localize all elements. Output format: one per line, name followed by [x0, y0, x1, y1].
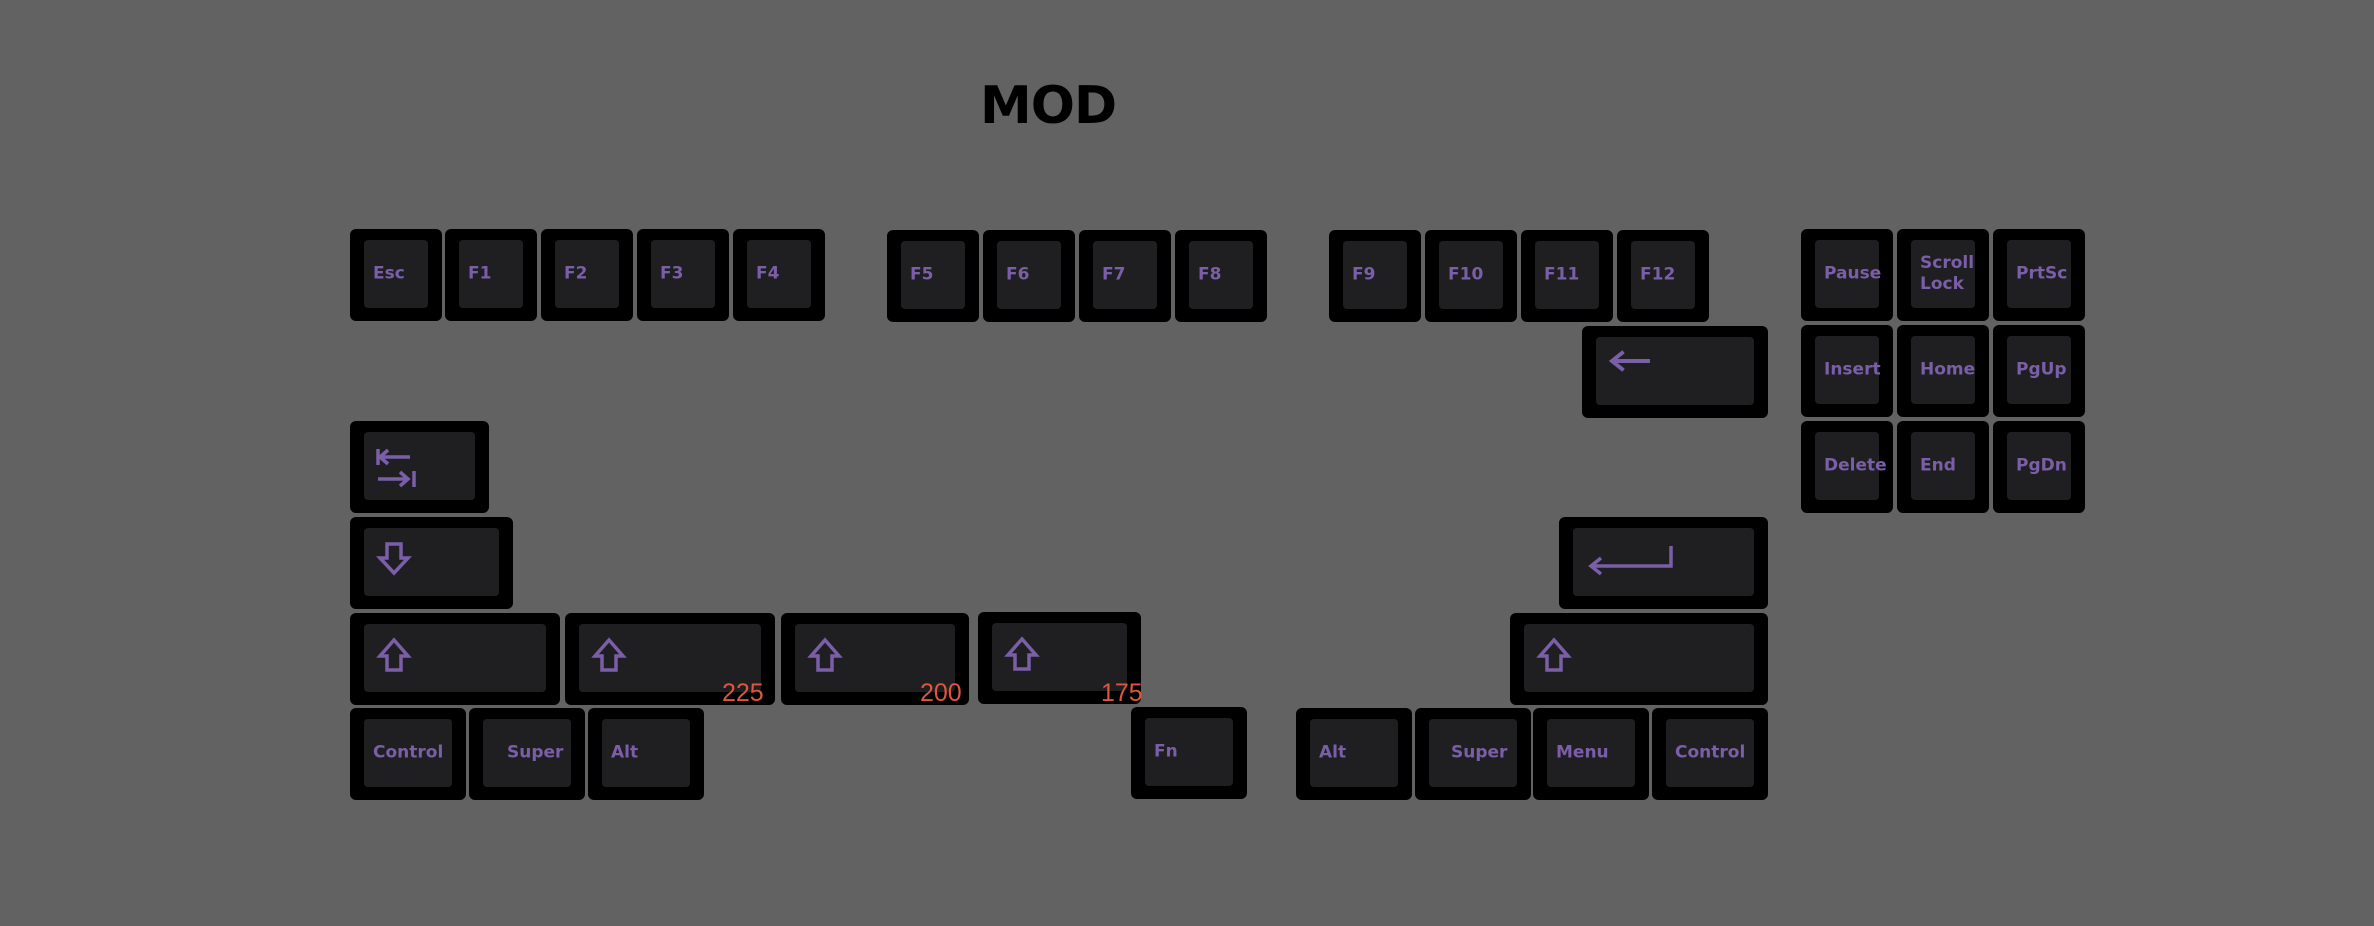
- shift-arrow-icon: [589, 636, 629, 676]
- key-legend: F10: [1448, 264, 1484, 285]
- key-insert[interactable]: Insert: [1801, 325, 1893, 417]
- enter-arrow-icon: [1583, 540, 1677, 580]
- key-legend: Super: [507, 742, 564, 763]
- size-note-225: 225: [722, 679, 764, 707]
- key-f5[interactable]: F5: [887, 230, 979, 322]
- key-legend: Scroll Lock: [1920, 253, 1975, 294]
- key-legend: Fn: [1154, 741, 1178, 762]
- key-shift-left[interactable]: [350, 613, 560, 705]
- key-legend: Alt: [1319, 742, 1347, 763]
- key-legend: Delete: [1824, 455, 1887, 476]
- key-legend: F2: [564, 263, 588, 284]
- key-control-left[interactable]: Control: [350, 708, 466, 800]
- key-f4[interactable]: F4: [733, 229, 825, 321]
- shift-arrow-icon: [1534, 636, 1574, 676]
- key-legend: Alt: [611, 742, 639, 763]
- key-legend: PrtSc: [2016, 263, 2068, 284]
- key-pgup[interactable]: PgUp: [1993, 325, 2085, 417]
- key-f10[interactable]: F10: [1425, 230, 1517, 322]
- key-f3[interactable]: F3: [637, 229, 729, 321]
- key-fn[interactable]: Fn: [1131, 707, 1247, 799]
- key-delete[interactable]: Delete: [1801, 421, 1893, 513]
- size-note-175: 175: [1101, 679, 1143, 707]
- key-legend: F5: [910, 264, 934, 285]
- key-f8[interactable]: F8: [1175, 230, 1267, 322]
- key-backspace[interactable]: [1582, 326, 1768, 418]
- key-shift-200[interactable]: [781, 613, 969, 705]
- key-home[interactable]: Home: [1897, 325, 1989, 417]
- key-f9[interactable]: F9: [1329, 230, 1421, 322]
- page-title: MOD: [980, 76, 1117, 136]
- key-legend: F4: [756, 263, 780, 284]
- key-shift-175[interactable]: [978, 612, 1141, 704]
- key-end[interactable]: End: [1897, 421, 1989, 513]
- key-f6[interactable]: F6: [983, 230, 1075, 322]
- tab-arrows-icon: [374, 444, 418, 493]
- key-super-right[interactable]: Super: [1415, 708, 1531, 800]
- key-shift-right[interactable]: [1510, 613, 1768, 705]
- key-legend: F6: [1006, 264, 1030, 285]
- key-scroll-lock[interactable]: Scroll Lock: [1897, 229, 1989, 321]
- key-legend: F11: [1544, 264, 1580, 285]
- key-f7[interactable]: F7: [1079, 230, 1171, 322]
- shift-arrow-icon: [805, 636, 845, 676]
- key-menu[interactable]: Menu: [1533, 708, 1649, 800]
- shift-arrow-icon: [374, 636, 414, 676]
- key-legend: Home: [1920, 359, 1976, 380]
- key-enter[interactable]: [1559, 517, 1768, 609]
- key-f1[interactable]: F1: [445, 229, 537, 321]
- key-alt-right[interactable]: Alt: [1296, 708, 1412, 800]
- key-legend: End: [1920, 455, 1956, 476]
- key-legend: F8: [1198, 264, 1222, 285]
- caps-lock-icon: [374, 540, 414, 578]
- key-legend: Menu: [1556, 742, 1609, 763]
- key-pgdn[interactable]: PgDn: [1993, 421, 2085, 513]
- key-legend: Control: [373, 742, 444, 763]
- key-super-left[interactable]: Super: [469, 708, 585, 800]
- key-legend: Pause: [1824, 263, 1882, 284]
- key-f12[interactable]: F12: [1617, 230, 1709, 322]
- key-tab[interactable]: [350, 421, 489, 513]
- key-f2[interactable]: F2: [541, 229, 633, 321]
- key-legend: Insert: [1824, 359, 1881, 380]
- key-control-right[interactable]: Control: [1652, 708, 1768, 800]
- shift-arrow-icon: [1002, 635, 1042, 675]
- key-shift-225[interactable]: [565, 613, 775, 705]
- key-legend: Esc: [373, 263, 405, 284]
- key-legend: F12: [1640, 264, 1676, 285]
- key-alt-left[interactable]: Alt: [588, 708, 704, 800]
- key-legend: F3: [660, 263, 684, 284]
- key-legend: PgDn: [2016, 455, 2067, 476]
- key-legend: F7: [1102, 264, 1126, 285]
- key-pause[interactable]: Pause: [1801, 229, 1893, 321]
- key-caps-lock[interactable]: [350, 517, 513, 609]
- size-note-200: 200: [920, 679, 962, 707]
- key-legend: F1: [468, 263, 492, 284]
- key-prtsc[interactable]: PrtSc: [1993, 229, 2085, 321]
- key-legend: Super: [1451, 742, 1508, 763]
- key-esc[interactable]: Esc: [350, 229, 442, 321]
- key-legend: Control: [1675, 742, 1746, 763]
- key-legend: F9: [1352, 264, 1376, 285]
- left-arrow-icon: [1606, 349, 1650, 373]
- key-f11[interactable]: F11: [1521, 230, 1613, 322]
- key-legend: PgUp: [2016, 359, 2067, 380]
